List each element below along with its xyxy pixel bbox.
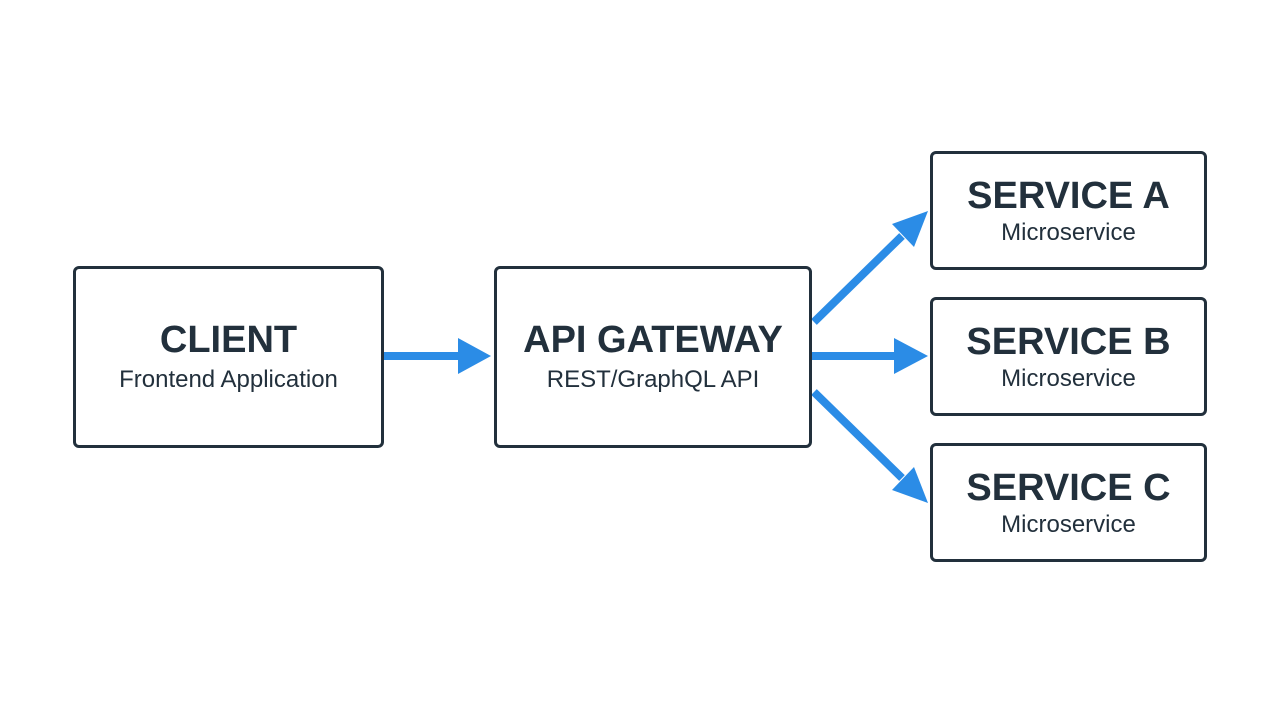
api-gateway-node: API GATEWAY REST/GraphQL API — [494, 266, 812, 448]
arrow-gateway-to-service-c — [811, 389, 928, 503]
service-a-node: SERVICE A Microservice — [930, 151, 1207, 270]
service-a-subtitle: Microservice — [1001, 218, 1136, 246]
client-title: CLIENT — [159, 319, 298, 361]
service-c-node: SERVICE C Microservice — [930, 443, 1207, 562]
client-node: CLIENT Frontend Application — [73, 266, 384, 448]
arrow-gateway-to-service-a — [811, 211, 928, 325]
service-a-title: SERVICE A — [967, 174, 1170, 217]
api-gateway-subtitle: REST/GraphQL API — [546, 366, 760, 393]
service-c-title: SERVICE C — [966, 466, 1171, 509]
service-b-title: SERVICE B — [966, 320, 1171, 363]
client-subtitle: Frontend Application — [119, 366, 338, 393]
arrow-client-to-gateway — [384, 338, 491, 374]
api-gateway-title: API GATEWAY — [523, 319, 783, 361]
arrow-gateway-to-service-b — [812, 338, 928, 374]
service-b-node: SERVICE B Microservice — [930, 297, 1207, 416]
service-b-subtitle: Microservice — [1001, 364, 1136, 392]
service-c-subtitle: Microservice — [1001, 510, 1136, 538]
